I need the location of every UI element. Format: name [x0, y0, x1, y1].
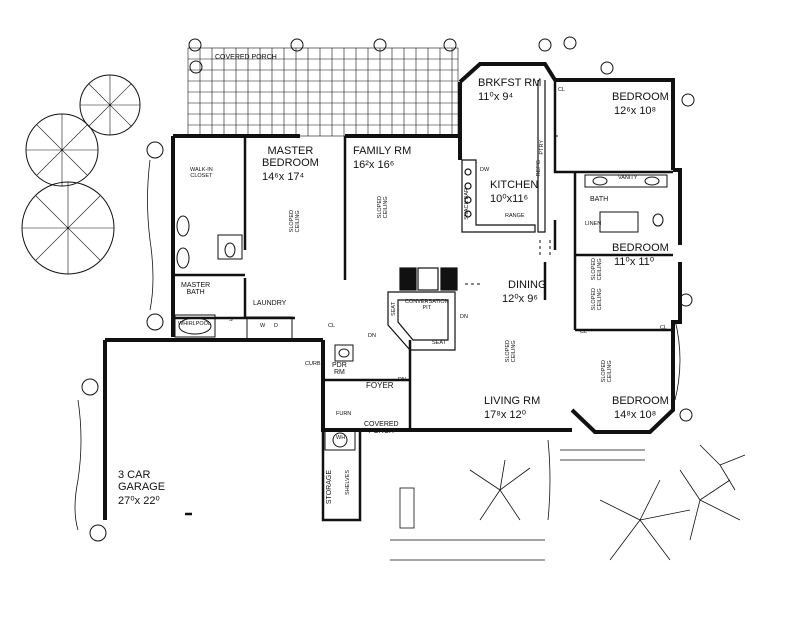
dining-dims: 12⁰x 9⁶	[502, 293, 538, 305]
kitchen-counter	[461, 80, 546, 233]
bedroom-se-dims: 14⁸x 10⁸	[614, 409, 657, 421]
dining-label: DINING	[508, 279, 547, 291]
sloped-ceiling-family: SLOPED CEILING	[377, 196, 389, 219]
master-bedroom-label: MASTER BEDROOM	[262, 145, 319, 169]
shower-label: S	[229, 317, 233, 323]
furnace-label: FURN	[336, 411, 352, 417]
bedroom-se-label: BEDROOM	[612, 395, 669, 407]
exterior-walls	[103, 62, 682, 520]
washer-label: W	[260, 323, 266, 329]
conversation-pit	[387, 267, 458, 351]
foyer-label: FOYER	[366, 381, 394, 390]
closet-label-ne: CL	[558, 87, 566, 93]
bath-fixtures	[174, 174, 668, 451]
bedroom-mid-dims: 11⁰x 11⁰	[614, 256, 655, 268]
range-label: RANGE	[505, 213, 525, 219]
closet-label-se-2: CL	[660, 325, 668, 331]
brkfst-room-dims: 11⁰x 9⁴	[478, 91, 514, 103]
whirlpool-label: WHIRLPOOL	[178, 321, 212, 327]
refrigerator-label: REF'G	[536, 160, 542, 177]
master-bath-label: MASTER BATH	[181, 282, 211, 297]
tree-cluster-nw	[21, 74, 141, 275]
seat-label-side: SEAT	[391, 302, 397, 316]
master-bedroom-dims: 14⁶x 17⁴	[262, 171, 305, 183]
bedroom-ne-dims: 12⁶x 10⁸	[614, 105, 657, 117]
seat-label-pit: SEAT	[432, 340, 446, 346]
vanity-label: VANITY	[618, 175, 638, 181]
bedroom-mid-label: BEDROOM	[612, 242, 669, 254]
closet-label-foyer: CL	[328, 323, 336, 329]
kitchen-label: KITCHEN	[490, 179, 539, 191]
water-heater-label: WH	[336, 435, 346, 441]
family-room-label: FAMILY RM	[353, 145, 412, 157]
curb-label: CURB	[305, 361, 321, 367]
dishwasher-label: DW	[480, 167, 490, 173]
kitchen-dims: 10⁰x11⁶	[490, 193, 529, 205]
bedroom-ne-label: BEDROOM	[612, 91, 669, 103]
garage-label: 3 CAR GARAGE	[118, 469, 166, 493]
sloped-ceiling-living: SLOPED CEILING	[505, 340, 517, 363]
bath-label: BATH	[590, 196, 609, 203]
down-label-1: DN	[368, 333, 376, 339]
linen-label: LINEN	[585, 221, 602, 227]
down-label-2: DN	[398, 377, 406, 383]
storage-label: STORAGE	[326, 470, 333, 505]
covered-porch-label: COVERED PORCH	[215, 54, 277, 61]
sloped-ceiling-bed-mid: SLOPED CEILING	[591, 258, 603, 281]
sloped-ceiling-bed-se: SLOPED CEILING	[601, 360, 613, 383]
shelves-label: SHELVES	[345, 470, 351, 495]
conversation-pit-label: CONVERSATION PIT	[405, 299, 449, 311]
closet-label-se-1: CL	[580, 329, 588, 335]
garage-dims: 27⁰x 22⁰	[118, 495, 160, 507]
covered-porch-front-label: COVERED PORCH	[364, 421, 399, 436]
landscaping-south	[74, 159, 746, 561]
walkin-closet-label: WALK-IN CLOSET	[190, 167, 213, 179]
family-room-dims: 16²x 16⁶	[353, 159, 395, 171]
sloped-ceiling-bed-mid-2: SLOPED CEILING	[591, 288, 603, 311]
living-room-dims: 17⁸x 12⁰	[484, 409, 527, 421]
dryer-label: D	[274, 323, 278, 329]
pantry-label: PTRY	[539, 140, 545, 155]
living-room-label: LIVING RM	[484, 395, 541, 407]
pdr-rm-label: PDR RM	[332, 362, 347, 377]
columns	[81, 36, 695, 542]
down-label-3: DN	[460, 314, 468, 320]
dashed-lines	[465, 135, 560, 285]
snack-bar-label: SNACK BAR	[464, 188, 470, 220]
laundry-label: LAUNDRY	[253, 300, 287, 307]
brkfst-room-label: BRKFST RM	[478, 77, 542, 89]
sloped-ceiling-master: SLOPED CEILING	[289, 210, 301, 233]
